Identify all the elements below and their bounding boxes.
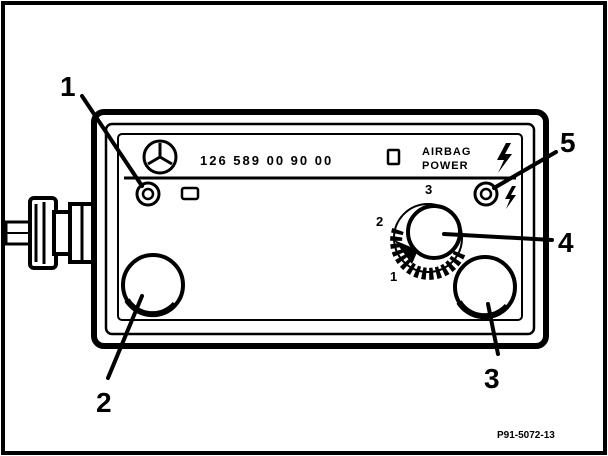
callout-leaders [80,94,558,380]
callout-5: 5 [560,127,576,158]
test-socket-2[interactable] [121,253,185,318]
test-socket-1[interactable] [135,181,161,207]
callout-1: 1 [60,71,76,102]
airbag-label: AIRBAG [422,146,471,158]
power-label: POWER [422,160,469,172]
lightning-icon [497,143,512,173]
knob-position-1: 1 [390,269,397,284]
lightning-icon [505,186,516,209]
knob-position-3: 3 [425,182,432,197]
mercedes-star-logo [142,139,178,175]
leader-line-3 [486,302,500,356]
callout-4: 4 [558,227,574,258]
callout-3: 3 [484,363,500,394]
test-socket-5[interactable] [473,181,499,207]
leader-line-2 [106,294,144,380]
knob-position-2: 2 [376,214,383,229]
test-socket-3[interactable] [453,255,517,320]
cable-connector [4,196,96,270]
reference-code: P91-5072-13 [497,430,555,441]
callout-2: 2 [96,387,112,418]
leader-line-1 [80,94,144,188]
label-box-symbol [386,148,401,166]
part-number-label: 126 589 00 90 00 [200,153,333,168]
leader-line-5 [492,150,558,190]
leader-line-4 [442,232,554,242]
indicator-lamp [180,186,200,201]
rotary-selector-knob[interactable] [390,203,466,280]
device-housing [91,109,549,349]
